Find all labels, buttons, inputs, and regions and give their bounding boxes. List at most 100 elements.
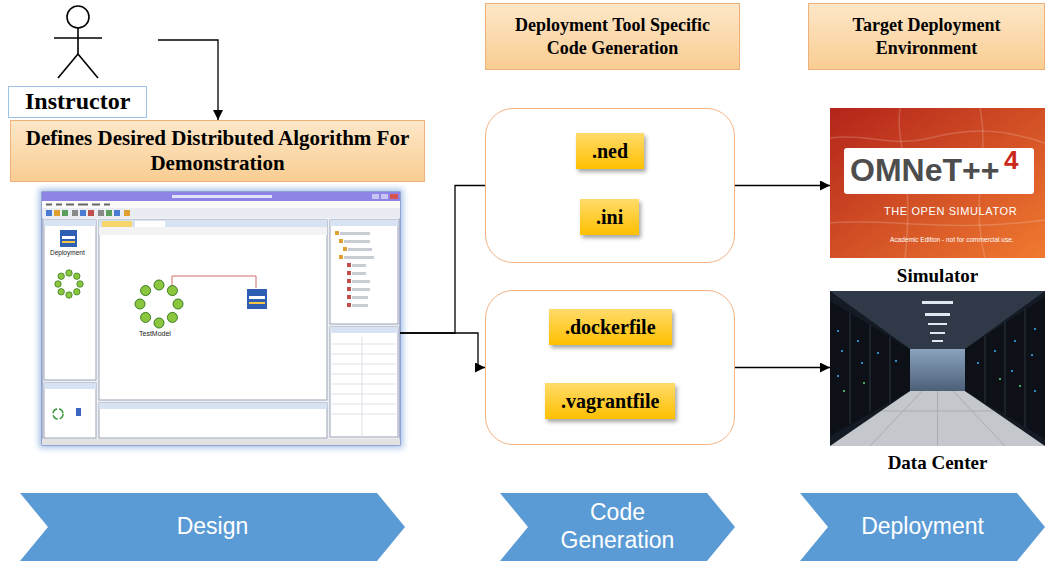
editor-screenshot-art-part — [42, 201, 400, 208]
editor-screenshot-art-part — [42, 439, 400, 445]
editor-screenshot-art-part-part — [343, 247, 347, 251]
phase-chevron: Design — [20, 493, 405, 561]
editor-screenshot-art-part — [62, 210, 68, 216]
data-center-photo-art-part-part — [863, 382, 865, 384]
simulator-image: OMNeT++4THE OPEN SIMULATORAcademic Editi… — [830, 108, 1045, 289]
data-center-photo-art — [830, 291, 1045, 446]
screen-label: Deployment — [50, 249, 85, 257]
editor-screenshot-art-part-part — [348, 248, 372, 251]
editor-screenshot-art-part-part — [74, 273, 80, 279]
editor-screenshot-art-part-part — [141, 286, 151, 296]
image-caption: Simulator — [830, 264, 1045, 288]
editor-screenshot-art-part — [99, 220, 327, 227]
file-group: .dockerfile .vagrantfile — [485, 290, 735, 445]
editor-screenshot-art-part-part — [167, 286, 177, 296]
editor-screenshot-art-part-part — [92, 204, 100, 206]
editor-screenshot-art-part-part — [135, 299, 145, 309]
logo-tagline: THE OPEN SIMULATOR — [884, 204, 1017, 218]
editor-screenshot-art-part-part — [66, 292, 72, 298]
phase-text: Design — [177, 513, 249, 541]
data-center-photo-art-part-part — [841, 350, 843, 352]
simulator-logo-art-part — [830, 108, 1045, 258]
editor-screenshot-art-part-part — [167, 312, 177, 322]
chevron-fill — [500, 493, 735, 561]
data-center-photo-art-part-part — [977, 362, 979, 364]
editor-screenshot-art-part — [99, 220, 327, 400]
editor-screenshot-art-part — [114, 210, 120, 216]
editor-screenshot-art-part — [330, 327, 398, 333]
data-center-photo-art-part-part — [1034, 390, 1036, 392]
data-center-photo-art-part-part — [922, 301, 953, 304]
column-header: Deployment Tool Specific Code Generation — [485, 3, 740, 70]
actor-figure — [54, 6, 102, 78]
image-caption: Data Center — [830, 451, 1045, 475]
actor-figure-part — [54, 37, 102, 39]
connector — [735, 367, 830, 368]
editor-screenshot-art-part — [80, 210, 86, 216]
step-banner: Defines Desired Distributed Algorithm Fo… — [10, 120, 425, 182]
editor-screenshot-art-part — [106, 210, 112, 216]
editor-screenshot-art-part-part — [347, 287, 351, 291]
simulator-logo-art-part-part — [830, 131, 1045, 143]
editor-screenshot-art-part — [55, 270, 83, 298]
connector — [400, 186, 485, 334]
editor-screenshot-art-part — [76, 408, 81, 416]
editor-screenshot-art-part-part — [330, 394, 398, 395]
data-center-photo-art-part-part — [1034, 328, 1036, 330]
editor-screenshot-art-part — [372, 194, 379, 199]
actor: Instructor — [8, 4, 158, 118]
simulator-logo-art — [830, 108, 1045, 258]
editor-screenshot-art-part — [62, 241, 75, 243]
data-center-photo-art-part-part — [1019, 385, 1021, 387]
editor-screenshot-art-part-part — [46, 204, 52, 206]
data-center-photo-art-part — [965, 297, 1045, 439]
connector — [158, 40, 218, 120]
editor-screenshot-art-part-part — [347, 279, 351, 283]
editor-screenshot: DeploymentTestModel — [42, 192, 400, 445]
editor-screenshot-art-part — [54, 210, 60, 216]
editor-screenshot-art-part-part — [352, 280, 370, 283]
editor-screenshot-art-part-part — [74, 289, 80, 295]
header-text: Deployment Tool Specific Code Generation — [496, 14, 729, 59]
data-center-photo-art-part — [910, 349, 965, 391]
data-center-photo-art-part — [850, 309, 1025, 427]
editor-screenshot-art-part — [44, 383, 96, 389]
data-center-photo-art-part-part — [1025, 309, 1026, 427]
phase-chevron: Code Generation — [500, 493, 735, 561]
data-center-photo-art-part-part — [890, 337, 891, 403]
editor-screenshot-art-part-part — [154, 280, 164, 290]
editor-screenshot-art-part-part — [352, 296, 368, 299]
data-center-photo-art-part — [922, 301, 953, 342]
data-center-photo-art-part-part — [932, 340, 943, 342]
editor-screenshot-art-part — [247, 289, 267, 309]
editor-screenshot-art-part-part — [330, 374, 398, 375]
editor-screenshot-art-part — [347, 263, 351, 307]
data-center-photo-art-part-part — [895, 360, 897, 362]
column-header: Target Deployment Environment — [808, 3, 1045, 70]
editor-screenshot-art-part — [44, 220, 96, 226]
editor-screenshot-art-part — [42, 192, 400, 201]
editor-screenshot-art-part-part — [340, 232, 370, 235]
data-center-photo-art-part — [843, 378, 1021, 392]
file-name: .dockerfile — [565, 314, 656, 340]
actor-figure-part — [58, 54, 78, 78]
file-box: .vagrantfile — [545, 383, 675, 419]
editor-screenshot-art-part-part — [173, 299, 183, 309]
data-center-photo-art-part-part — [999, 378, 1001, 380]
editor-screenshot-art-part — [330, 327, 398, 437]
editor-screenshot-art-part — [172, 195, 272, 198]
editor-screenshot-art-part-part — [339, 255, 343, 259]
logo-version: 4 — [1004, 145, 1018, 175]
editor-screenshot-art-part-part — [347, 303, 351, 307]
file-name: .ini — [596, 204, 623, 230]
file-group: .ned.ini — [485, 108, 735, 263]
editor-screenshot-art-part — [249, 296, 265, 299]
editor-screenshot-art-part-part — [335, 231, 339, 235]
connector — [400, 333, 485, 368]
logo-note: Academic Edition - not for commercial us… — [890, 236, 1014, 244]
editor-screenshot-art-part-part — [78, 204, 88, 206]
editor-screenshot-art-part-part — [58, 289, 64, 295]
editor-screenshot-art-part — [135, 280, 183, 328]
editor-screenshot-art-part — [340, 232, 374, 307]
editor-screenshot-art-part-part — [347, 271, 351, 275]
